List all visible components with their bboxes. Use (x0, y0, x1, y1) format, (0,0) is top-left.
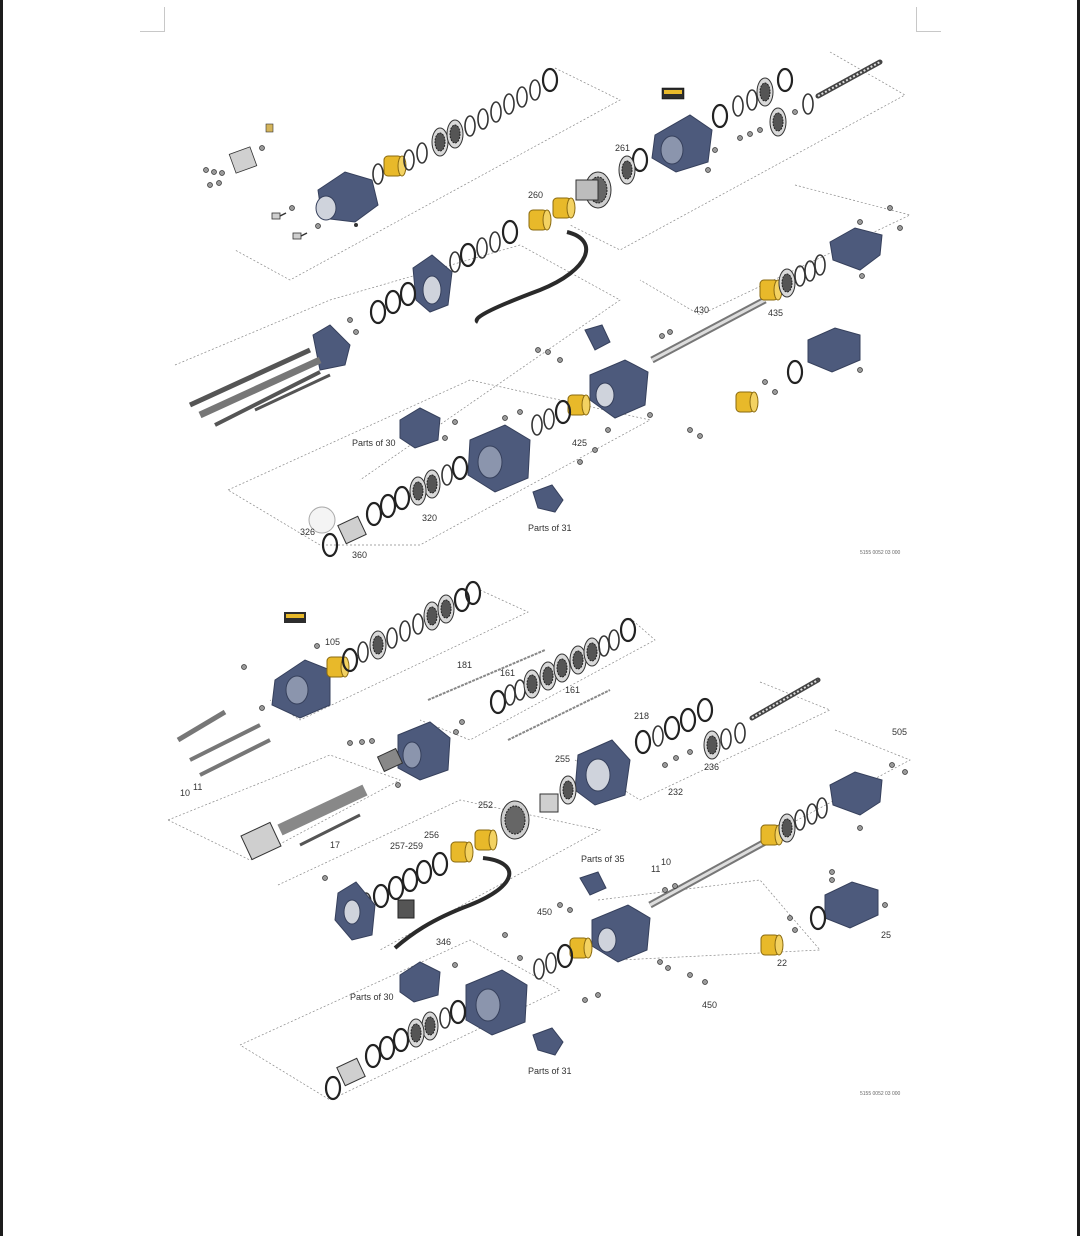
top-labels: 261 260 430 435 425 320 326 360 Parts of… (300, 143, 901, 560)
crop-mark-top-left (140, 7, 165, 32)
label-450-b: 450 (702, 1000, 717, 1010)
drawing-code-bottom: 5155 0052 03 000 (860, 1091, 901, 1097)
bottom-upper-middle-gears (427, 617, 637, 741)
bottom-right-shaft-group (648, 762, 908, 909)
left-frame-edge (0, 0, 3, 1236)
label-255: 255 (555, 754, 570, 764)
top-assembly-outlines (174, 51, 912, 546)
top-center-housing (369, 254, 453, 325)
top-right-pump (735, 327, 863, 413)
top-left-small-parts (203, 123, 321, 240)
label-parts-of-35: Parts of 35 (581, 854, 625, 864)
label-17: 17 (330, 840, 340, 850)
bottom-right-upper-housing (574, 677, 821, 806)
top-lower-mid-housings (531, 324, 703, 465)
label-parts-of-30: Parts of 30 (352, 438, 396, 448)
crop-mark-top-right (916, 7, 941, 32)
label-10-b: 10 (661, 857, 671, 867)
label-346: 346 (436, 937, 451, 947)
drawing-code-top: 5155 0052 03 000 (860, 550, 901, 556)
label-360: 360 (352, 550, 367, 560)
top-diagram: 261 260 430 435 425 320 326 360 Parts of… (174, 51, 912, 560)
label-425: 425 (572, 438, 587, 448)
label-105: 105 (325, 637, 340, 647)
top-mid-gear-cluster (449, 171, 612, 273)
label-11-b: 11 (651, 864, 660, 874)
bottom-diagram: 105 181 161 161 218 505 10 11 255 236 23… (167, 580, 911, 1101)
bottom-right-pump (760, 869, 888, 956)
top-bottom-ring-row (308, 455, 469, 558)
label-261: 261 (615, 143, 630, 153)
label-161-b: 161 (565, 685, 580, 695)
label-181-upper: 181 (457, 660, 472, 670)
label-505: 505 (892, 727, 907, 737)
label-11: 11 (193, 782, 202, 792)
label-parts-of-31: Parts of 31 (528, 523, 572, 533)
label-parts-of-30: Parts of 30 (350, 992, 394, 1002)
top-right-shaft-group (650, 205, 903, 364)
top-upper-right-housing (618, 59, 883, 185)
label-25: 25 (881, 930, 891, 940)
label-10: 10 (180, 788, 190, 798)
bottom-center-gear-cluster (360, 775, 577, 914)
label-218: 218 (634, 711, 649, 721)
label-435: 435 (768, 308, 783, 318)
bottom-lower-left-shaft (240, 782, 401, 861)
bottom-bottom-ring-row (324, 999, 467, 1101)
label-430: 430 (694, 305, 709, 315)
label-450-a: 450 (537, 907, 552, 917)
top-ring-row (372, 67, 559, 185)
bottom-top-left-hub (176, 580, 482, 777)
label-257-259: 257-259 (390, 841, 423, 851)
label-320: 320 (422, 513, 437, 523)
bottom-hose (393, 856, 512, 950)
bottom-middle-left-housing (347, 719, 465, 781)
label-236: 236 (704, 762, 719, 772)
right-frame-edge (1077, 0, 1080, 1236)
top-left-housing (315, 171, 379, 227)
top-hose (474, 230, 589, 324)
label-232: 232 (668, 787, 683, 797)
bottom-bottom-main-housing (399, 932, 564, 1056)
bottom-left-cover (322, 875, 415, 941)
label-256: 256 (424, 830, 439, 840)
bottom-labels: 105 181 161 161 218 505 10 11 255 236 23… (180, 637, 907, 1097)
label-parts-of-31: Parts of 31 (528, 1066, 572, 1076)
top-bottom-main-housing (399, 407, 564, 513)
label-252: 252 (478, 800, 493, 810)
label-326: 326 (300, 527, 315, 537)
label-161-a: 161 (500, 668, 515, 678)
label-22: 22 (777, 958, 787, 968)
bottom-lower-middle-housing (533, 871, 708, 1003)
top-left-shafts (188, 317, 359, 427)
label-260: 260 (528, 190, 543, 200)
